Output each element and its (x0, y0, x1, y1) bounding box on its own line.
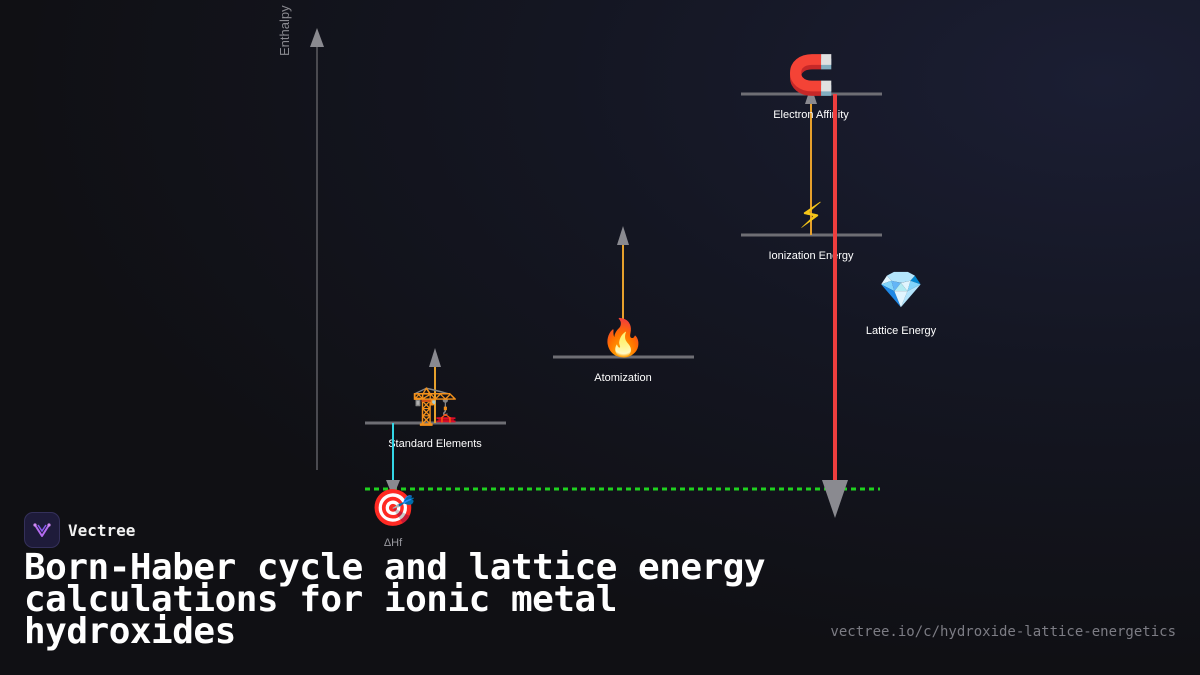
crane-icon: 🏗️ (411, 383, 458, 427)
enthalpy-axis-label: Enthalpy (277, 5, 292, 56)
formation-arrowhead (386, 480, 400, 497)
fire-icon: 🔥 (601, 317, 646, 359)
ionization-label: Ionization Energy (769, 250, 854, 262)
gem-icon: 💎 (879, 270, 924, 311)
vectree-logo-icon (24, 512, 60, 548)
lattice-energy-arrowhead (822, 480, 848, 518)
lightning-icon: ⚡ (798, 196, 823, 237)
electron-affinity-label: Electron Affinity (773, 109, 849, 121)
standard-step-arrowhead (429, 348, 441, 367)
formation-label: ΔHf (384, 537, 403, 549)
enthalpy-axis-arrowhead (310, 28, 324, 47)
brand: Vectree (24, 512, 135, 548)
atomization-step-arrowhead (617, 226, 629, 245)
standard-elements-label: Standard Elements (388, 438, 482, 450)
brand-name: Vectree (68, 520, 136, 540)
atomization-label: Atomization (594, 372, 651, 384)
source-url[interactable]: vectree.io/c/hydroxide-lattice-energetic… (830, 624, 1176, 640)
magnet-icon: 🧲 (787, 53, 834, 97)
lattice-energy-label: Lattice Energy (866, 325, 937, 337)
page-title: Born-Haber cycle and lattice energy calc… (24, 547, 766, 652)
target-icon: 🎯 (371, 488, 416, 529)
